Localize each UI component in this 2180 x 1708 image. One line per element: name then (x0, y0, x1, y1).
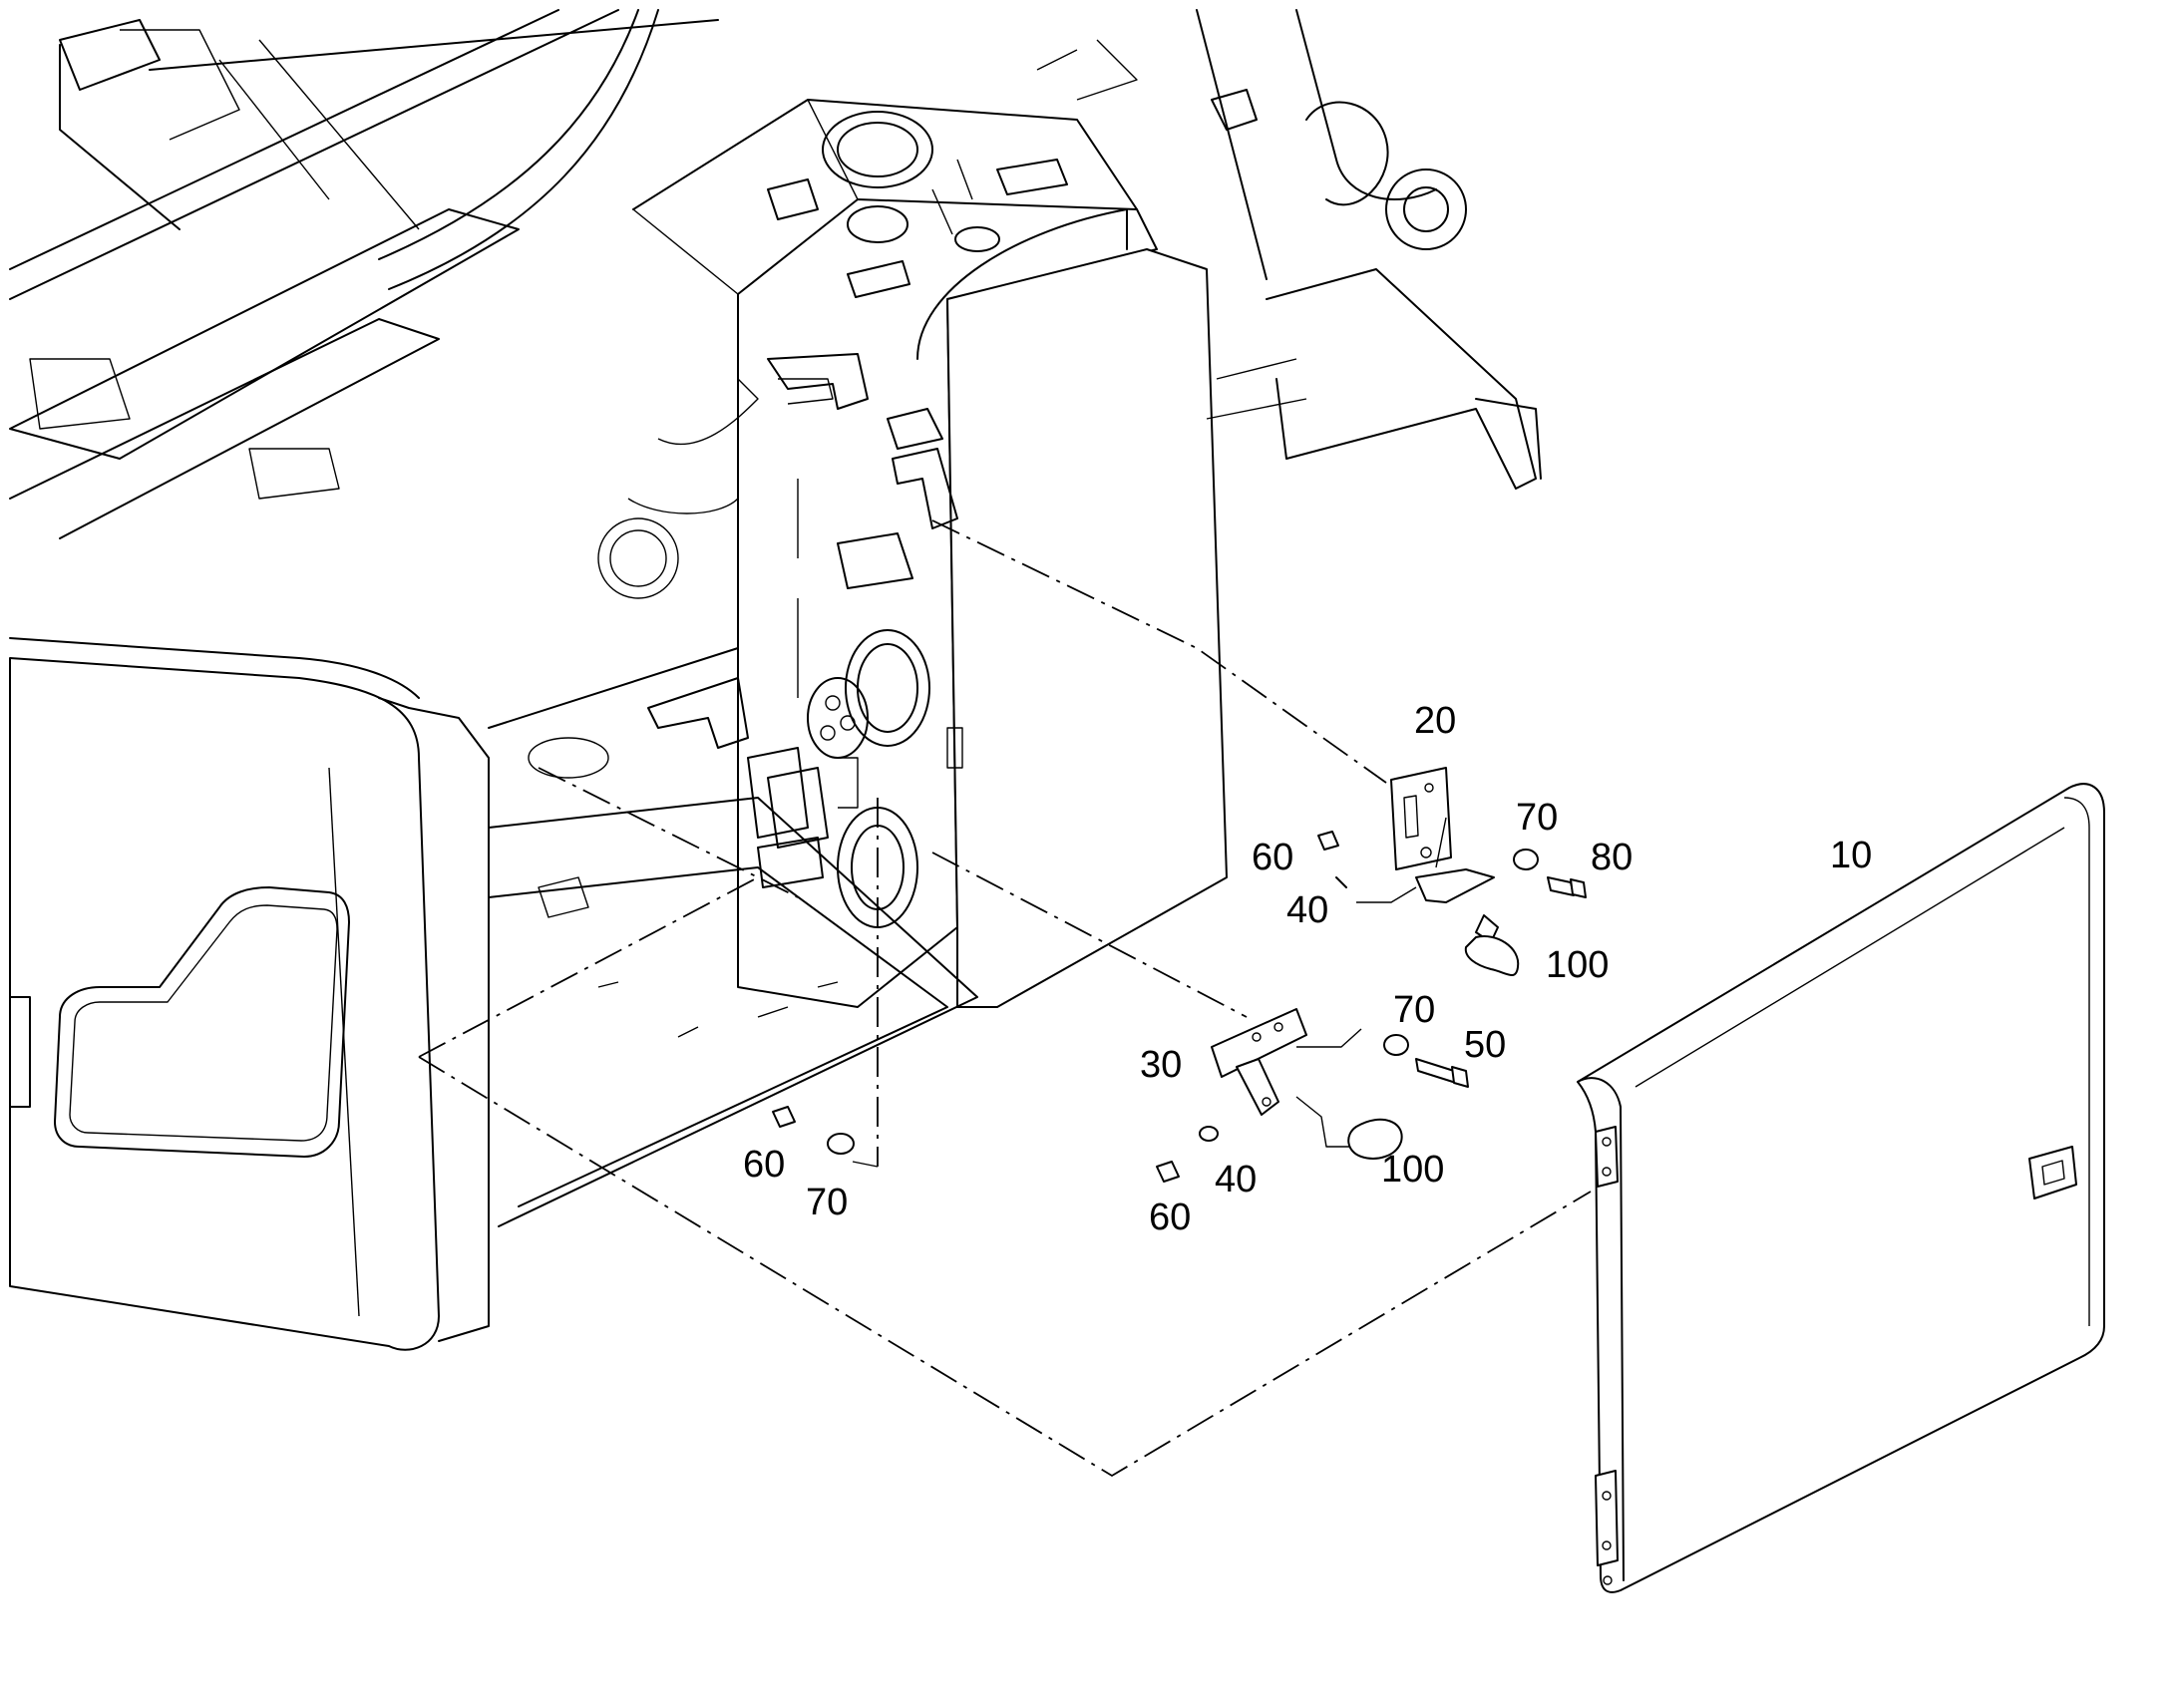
door-hinge-upper (1595, 1126, 1619, 1188)
callout-70-left: 70 (806, 1182, 848, 1223)
exploded-parts (418, 519, 2105, 1593)
callout-50: 50 (1464, 1024, 1506, 1066)
callout-100-lower: 100 (1381, 1149, 1444, 1191)
machine-frame (9, 9, 1542, 1351)
callout-70-upper: 70 (1516, 797, 1558, 839)
callout-labels: 10 20 30 40 40 50 60 60 60 70 70 70 80 1… (743, 700, 1872, 1238)
part-60-nut-lower (1156, 1161, 1180, 1183)
door-latch (2028, 1146, 2077, 1199)
part-70-washer-upper (1513, 849, 1539, 870)
part-60-nut-upper (1317, 831, 1339, 851)
callout-40-upper: 40 (1286, 889, 1328, 931)
callout-30: 30 (1140, 1044, 1182, 1086)
part-70-washer-left (827, 1133, 855, 1155)
callout-60-lower: 60 (1149, 1196, 1191, 1238)
part-20-hinge-bracket (1390, 767, 1452, 870)
callout-80: 80 (1591, 837, 1633, 878)
callout-10: 10 (1830, 835, 1872, 876)
part-10-door-panel (1577, 783, 2105, 1593)
callout-40-lower: 40 (1215, 1159, 1257, 1200)
callout-20: 20 (1414, 700, 1456, 742)
part-70-washer-middle (1383, 1034, 1409, 1056)
part-60-nut-left (772, 1106, 796, 1128)
part-50-bolt (1415, 1058, 1457, 1084)
door-hinge-lower (1595, 1470, 1619, 1566)
callout-70-middle: 70 (1393, 989, 1435, 1031)
callout-100-upper: 100 (1546, 944, 1609, 986)
callout-60-upper: 60 (1252, 837, 1293, 878)
callout-60-left: 60 (743, 1144, 785, 1186)
part-100-rubber-stop-lower (1347, 1118, 1403, 1160)
part-100-rubber-stop-upper (1464, 935, 1520, 977)
part-40-washer-lower (1199, 1126, 1219, 1142)
